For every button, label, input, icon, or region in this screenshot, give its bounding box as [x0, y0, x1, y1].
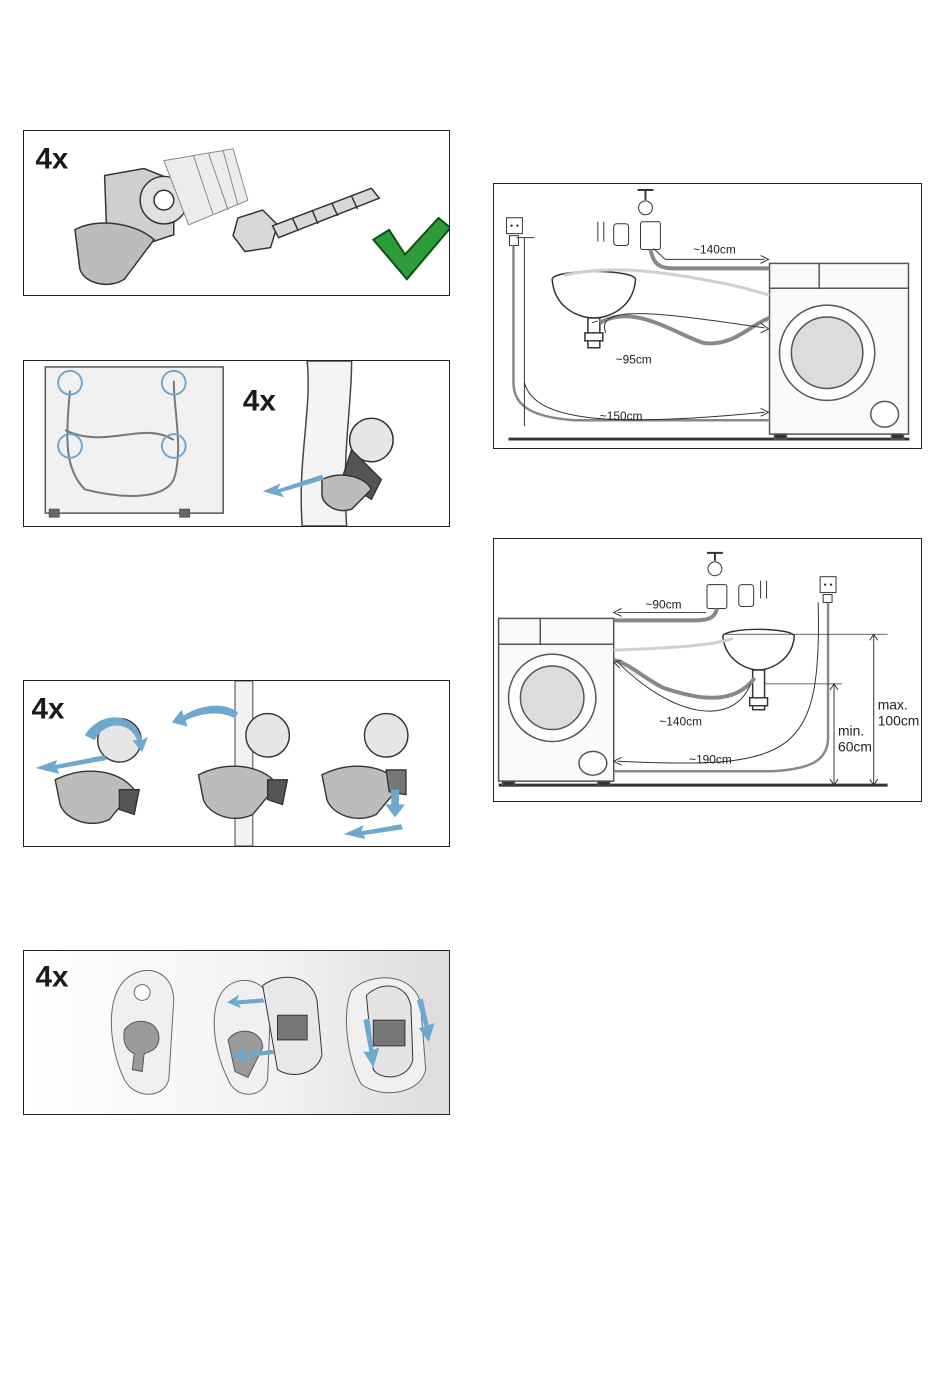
min-height-label: min.: [838, 723, 864, 739]
water-tap-icon: [707, 553, 767, 609]
cover-cap-installed-icon: [346, 978, 425, 1093]
cover-plate-icon: [111, 970, 173, 1094]
machine-back-icon: [45, 367, 223, 517]
sink-icon: [552, 271, 635, 347]
remove-spacers-illustration: 4x: [24, 681, 449, 846]
quantity-label: 4x: [35, 961, 68, 994]
hose-length-diagram-2: ~90cm ~140cm ~190cm max. 100cm min. 60cm: [493, 538, 922, 802]
drain-hose-alt: [614, 638, 733, 650]
dimension-label: ~90cm: [645, 597, 681, 611]
max-height-label: max.: [878, 697, 908, 713]
drain-hose: [600, 316, 770, 343]
dimension-label: ~140cm: [659, 715, 702, 729]
drain-hose: [614, 660, 755, 698]
hose-length-diagram-1: ~140cm ~95cm ~150cm: [493, 183, 922, 449]
quantity-label: 4x: [35, 143, 68, 176]
power-socket-icon: [507, 218, 523, 246]
spacer-icon: [75, 169, 188, 285]
min-height-value: 60cm: [838, 738, 872, 754]
panel-remove-spacers: 4x: [23, 680, 450, 847]
arrow-left-icon: [344, 824, 403, 839]
sink-icon: [723, 629, 794, 709]
water-tap-icon: [598, 190, 661, 250]
quantity-label: 4x: [243, 384, 276, 417]
max-height-value: 100cm: [878, 713, 920, 729]
dimension-label: ~95cm: [616, 353, 652, 367]
installation-diagram: ~140cm ~95cm ~150cm: [494, 184, 921, 448]
transport-bolt-illustration: 4x: [24, 131, 449, 295]
washing-machine-icon: [770, 263, 909, 439]
power-socket-icon: [820, 577, 836, 603]
panel-cover-caps: 4x: [23, 950, 450, 1115]
panel-transport-bolts: 4x: [23, 130, 450, 296]
check-icon: [373, 218, 449, 279]
remove-bolts-illustration: 4x: [24, 361, 449, 526]
cover-caps-illustration: 4x: [24, 951, 449, 1114]
hose-icon: [235, 681, 253, 846]
bolt-icon: [233, 188, 379, 251]
washing-machine-icon: [499, 618, 614, 786]
arrow-left-curve-icon: [172, 706, 238, 727]
power-cable: [614, 603, 828, 772]
quantity-label: 4x: [31, 693, 64, 726]
installation-diagram: ~90cm ~140cm ~190cm max. 100cm min. 60cm: [494, 539, 921, 801]
panel-remove-bolts: 4x: [23, 360, 450, 527]
cover-plate-icon: [214, 977, 322, 1094]
dimension-label: ~150cm: [600, 409, 643, 423]
dimension-label: ~140cm: [693, 242, 736, 256]
dimension-label: ~190cm: [689, 752, 732, 766]
